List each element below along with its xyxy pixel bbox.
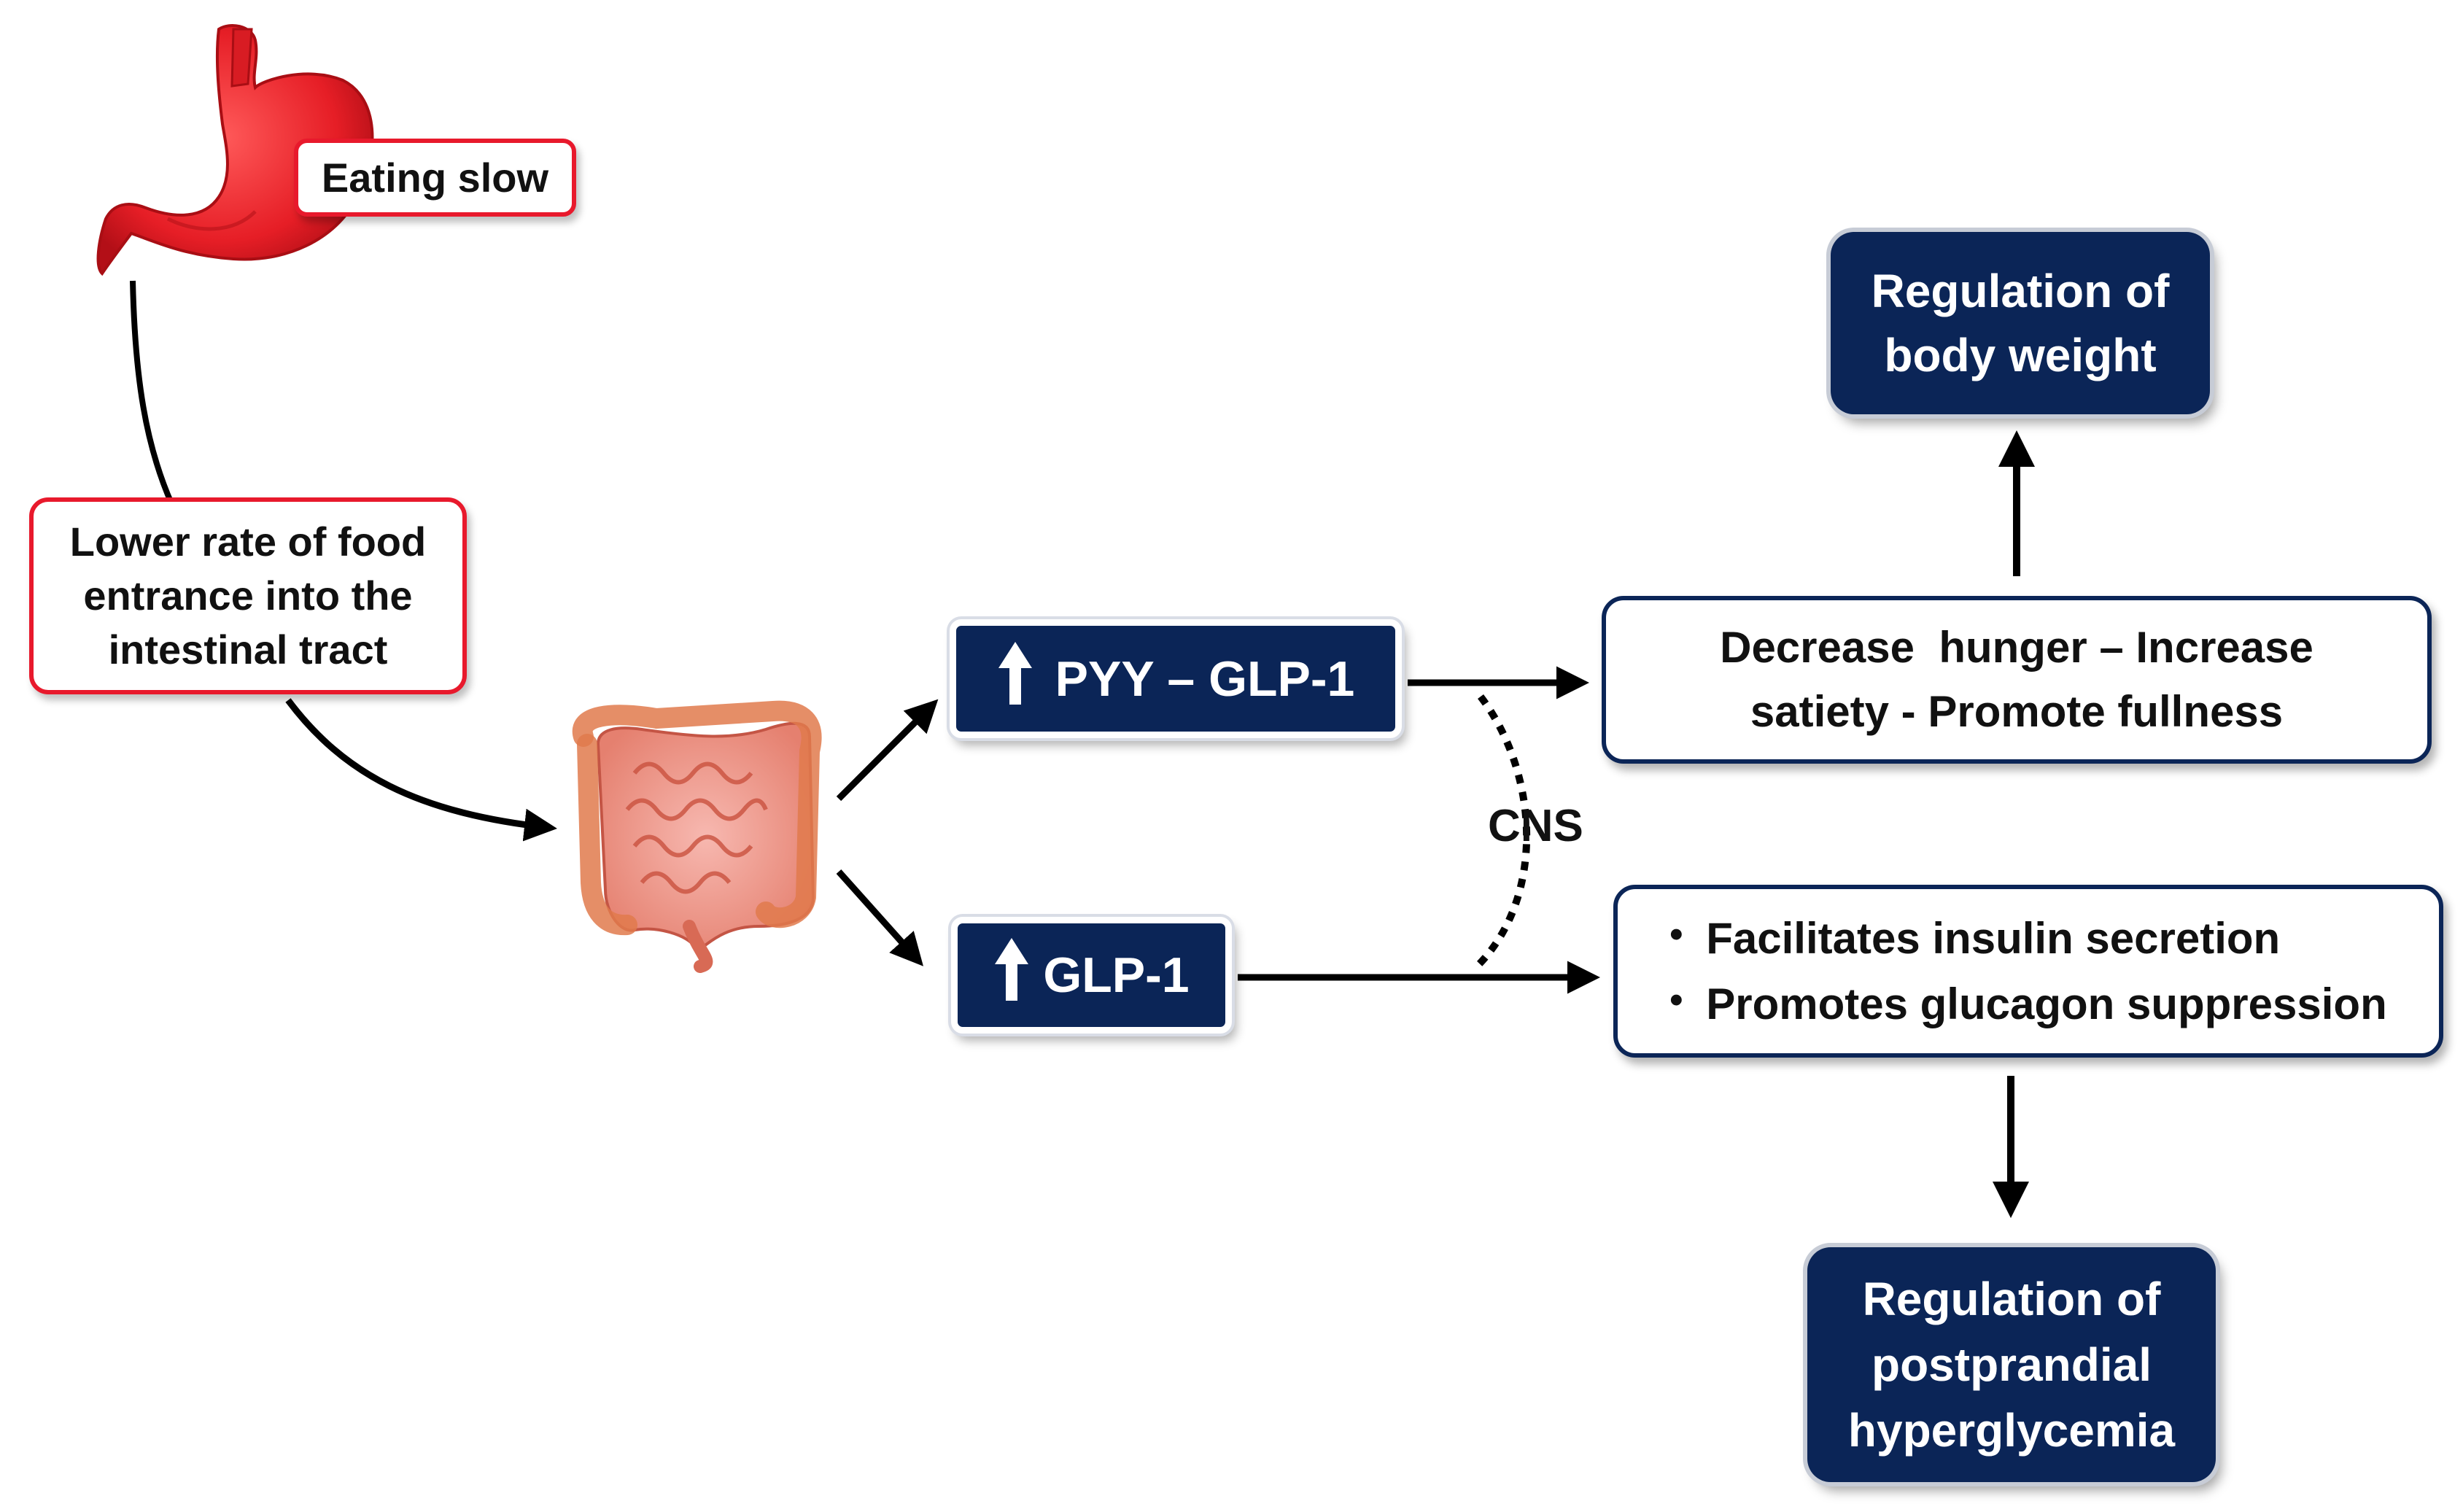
insulin-box: Facilitates insulin secretion Promotes g…	[1613, 885, 2443, 1058]
eating-slow-text: Eating slow	[321, 155, 549, 201]
food-rate-line-3: intestinal tract	[108, 627, 388, 672]
cns-dotted-arc	[1474, 694, 1531, 969]
glp1-tag: GLP-1	[951, 917, 1232, 1034]
hyperglycemia-box: Regulation of postprandial hyperglycemia	[1807, 1247, 2216, 1482]
arrow-to-glp	[836, 869, 923, 966]
satiety-line-2: satiety - Promote fullness	[1750, 687, 2284, 736]
hyperglycemia-line-3: hyperglycemia	[1847, 1404, 2176, 1457]
insulin-effect-item: Facilitates insulin secretion	[1669, 902, 2387, 972]
body-weight-box: Regulation of body weight	[1831, 232, 2210, 414]
satiety-line-1: Decrease hunger – Increase	[1720, 623, 2313, 672]
body-weight-line-2: body weight	[1884, 329, 2157, 381]
hyperglycemia-line-2: postprandial	[1871, 1338, 2152, 1391]
insulin-effect-item: Promotes glucagon suppression	[1669, 967, 2387, 1037]
pyy-glp1-label: PYY – GLP-1	[1055, 651, 1355, 707]
up-arrow-icon	[997, 640, 1033, 718]
food-rate-line-2: entrance into the	[83, 573, 413, 619]
insulin-effects-list: Facilitates insulin secretion Promotes g…	[1669, 902, 2387, 1037]
arrow-to-intestine	[285, 698, 557, 842]
cns-text: CNS	[1488, 801, 1583, 851]
connector-line	[130, 280, 174, 505]
eating-slow-label: Eating slow	[294, 139, 576, 217]
glp1-label: GLP-1	[1043, 947, 1190, 1003]
arrow-to-pyy	[836, 699, 939, 802]
up-arrow-icon	[993, 937, 1030, 1014]
body-weight-line-1: Regulation of	[1871, 265, 2170, 317]
food-rate-line-1: Lower rate of food	[69, 519, 427, 565]
hyperglycemia-line-1: Regulation of	[1862, 1273, 2161, 1325]
intestine-icon	[572, 700, 822, 973]
pyy-glp1-tag: PYY – GLP-1	[950, 619, 1402, 738]
food-rate-box: Lower rate of food entrance into the int…	[29, 497, 467, 694]
cns-label: CNS	[1488, 800, 1583, 852]
satiety-box: Decrease hunger – Increase satiety - Pro…	[1602, 596, 2432, 764]
